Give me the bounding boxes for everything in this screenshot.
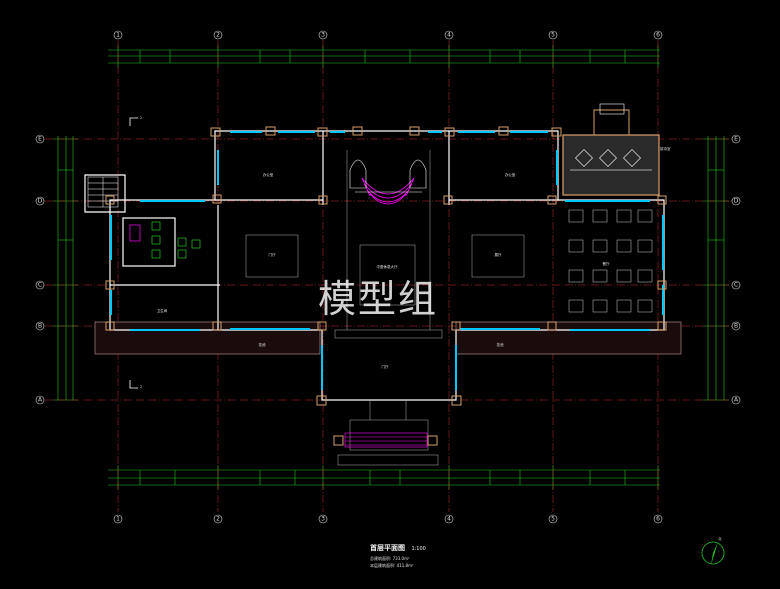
grid-bubble-bot-5 [548, 514, 558, 524]
area-note-total: 总建筑面积: 733.0m² [370, 556, 410, 561]
grid-bubble-bot-3 [318, 514, 328, 524]
drawing-title-text: 首层平面图 [370, 544, 405, 552]
reception-room [562, 103, 660, 196]
drawing-scale: 1:100 [411, 546, 426, 552]
north-arrow-icon [701, 541, 725, 565]
grid-label-right-C: C [734, 282, 738, 289]
drawing-title: 首层平面图 1:100 [370, 543, 426, 553]
grid-bubble-top-1 [113, 30, 123, 40]
room-hall-right: 展厅 [495, 252, 503, 257]
grid-bubble-bot-2 [213, 514, 223, 524]
room-office-left: 办公室 [263, 172, 274, 177]
windows [110, 131, 664, 390]
grid-label-bot-3: 3 [321, 516, 325, 523]
grid-label-right-E: E [734, 136, 738, 143]
garden-label-left: 花池 [259, 342, 267, 347]
grid-bubbles [35, 30, 741, 524]
stage-curtains [349, 159, 427, 193]
toilet-fixtures [129, 221, 201, 259]
grid-label-bot-4: 4 [447, 516, 451, 523]
grid-bubble-top-2 [213, 30, 223, 40]
stair-note: 接待室 [660, 146, 671, 151]
grid-label-top-2: 2 [216, 32, 220, 39]
grid-bubble-top-3 [318, 30, 328, 40]
interior-lines [245, 150, 525, 466]
grid-bubble-bot-6 [653, 514, 663, 524]
grid-label-left-D: D [38, 198, 43, 205]
dining-tables [568, 209, 653, 313]
stage-seating [361, 177, 415, 205]
room-lobby: 门厅 [382, 364, 390, 369]
section-marks [129, 117, 138, 389]
section-mark-top: 2 [140, 116, 142, 120]
garden-beds [94, 321, 682, 355]
grid-label-top-3: 3 [321, 32, 325, 39]
grid-label-left-B: B [38, 323, 42, 330]
grid-label-right-B: B [734, 323, 738, 330]
room-hall-left: 门厅 [269, 252, 277, 257]
grid-label-top-6: 6 [656, 32, 660, 39]
room-reception-left: 卫生间 [157, 308, 168, 313]
grid-label-bot-6: 6 [656, 516, 660, 523]
grid-label-right-D: D [734, 198, 739, 205]
room-office-right: 办公室 [505, 172, 516, 177]
grid-label-bot-2: 2 [216, 516, 220, 523]
grid-bubble-top-4 [444, 30, 454, 40]
section-mark-bottom: 2 [140, 385, 142, 389]
grid-bubble-bot-1 [113, 514, 123, 524]
grid-label-right-A: A [734, 397, 739, 404]
grid-label-left-C: C [38, 282, 42, 289]
grid-bubble-top-5 [548, 30, 558, 40]
grid-labels: 1 2 3 4 5 6 1 2 3 4 5 6 E D C B A E D C … [38, 32, 739, 523]
grid-label-bot-5: 5 [551, 516, 555, 523]
columns [105, 126, 667, 446]
grid-label-top-5: 5 [551, 32, 555, 39]
north-label: 北 [718, 536, 722, 541]
entrance-steps [344, 432, 428, 448]
room-dining: 餐厅 [603, 261, 611, 266]
grid-bubble-bot-4 [444, 514, 454, 524]
stair-left [87, 176, 119, 208]
grid-label-top-4: 4 [447, 32, 451, 39]
grid-label-left-A: A [38, 397, 43, 404]
room-hall-center: 中庭休息大厅 [377, 264, 398, 269]
garden-label-right: 花池 [497, 342, 505, 347]
area-note-floor: 本层建筑面积: 411.8m² [370, 563, 414, 568]
grid-label-bot-1: 1 [116, 516, 120, 523]
grid-bubble-top-6 [653, 30, 663, 40]
grid-label-left-E: E [38, 136, 42, 143]
grid-label-top-1: 1 [116, 32, 120, 39]
watermark: 模型组 [318, 277, 439, 321]
